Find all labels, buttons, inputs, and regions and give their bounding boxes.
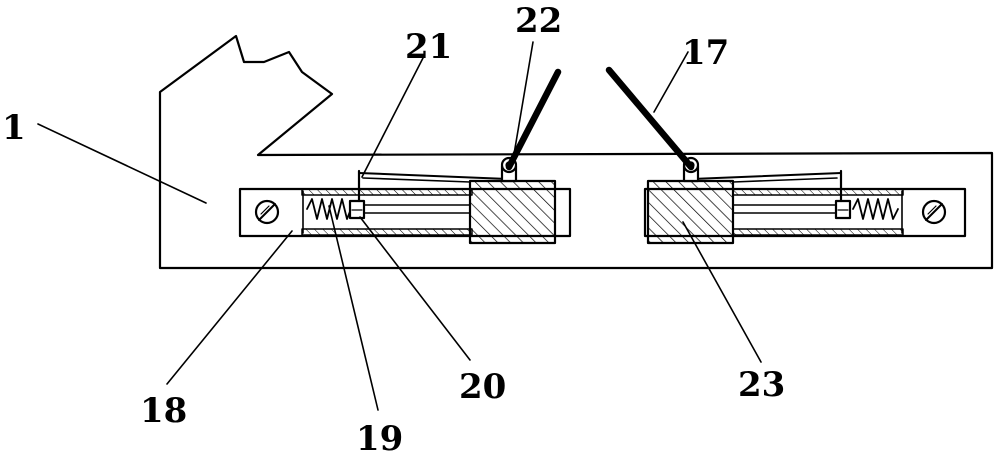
leader-18 <box>166 230 293 385</box>
main-body-outline <box>158 34 994 270</box>
leader-19 <box>328 205 379 411</box>
leader-21 <box>361 57 424 178</box>
leader-23 <box>682 221 762 363</box>
label-19: 19 <box>356 419 403 459</box>
leader-20 <box>359 216 471 361</box>
label-17: 17 <box>682 33 729 73</box>
label-18: 18 <box>140 391 187 431</box>
left-rail-bottom <box>301 228 473 236</box>
right-rail-bottom <box>732 228 904 236</box>
label-21: 21 <box>405 27 452 67</box>
label-22: 22 <box>515 1 562 41</box>
label-1: 1 <box>2 108 26 148</box>
right-bolt <box>921 199 947 225</box>
left-block <box>468 179 557 245</box>
right-rail-top <box>732 188 904 196</box>
right-cord <box>691 172 842 180</box>
right-spring <box>852 198 899 220</box>
left-arm <box>505 68 562 171</box>
leader-22 <box>512 41 534 161</box>
right-arm-17 <box>605 66 695 171</box>
leader-1 <box>37 123 207 204</box>
right-block-23 <box>646 179 735 245</box>
left-bolt <box>254 199 280 225</box>
left-cord-21 <box>358 172 509 180</box>
label-20: 20 <box>459 367 506 407</box>
left-rail-top <box>301 188 473 196</box>
leader-17 <box>653 51 689 113</box>
label-23: 23 <box>738 365 785 405</box>
